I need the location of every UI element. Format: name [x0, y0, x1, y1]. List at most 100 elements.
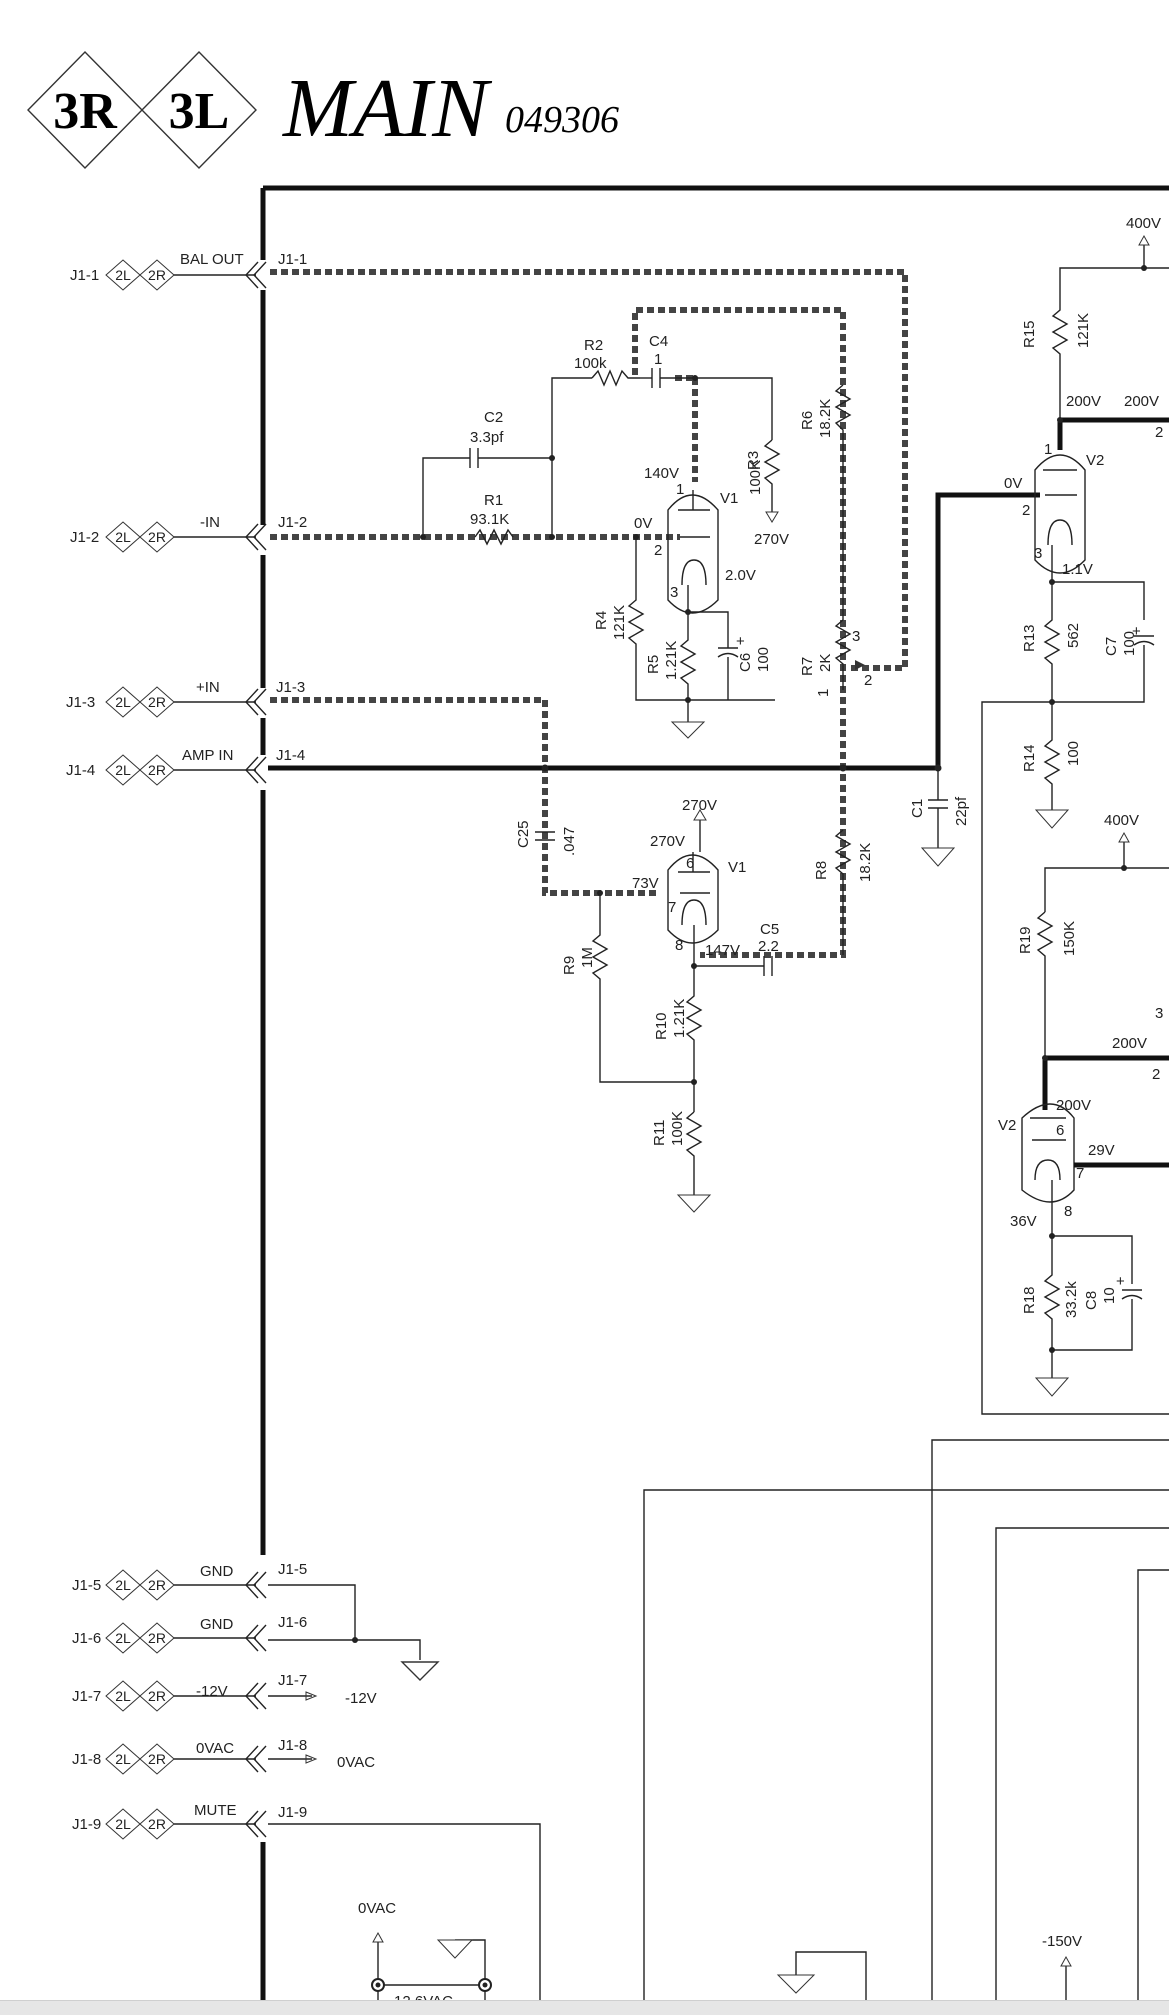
page-subtitle: 049306 [505, 99, 619, 141]
inner-pin-label: J1-6 [278, 1614, 307, 1631]
v1-cathode-voltage: 2.0V [725, 567, 756, 584]
v-label: 270V [650, 833, 685, 850]
r14-ref: R14 [1021, 744, 1038, 772]
v-label: 270V [682, 797, 717, 814]
inner-pin-label: J1-7 [278, 1672, 307, 1689]
signal-label: +IN [196, 679, 220, 696]
badge-3r: 3R [53, 83, 118, 140]
v-label: 270V [754, 531, 789, 548]
bias-section: -150V [776, 1933, 1082, 2000]
lower-cathode-network [591, 890, 773, 1213]
header-logo: 3R 3L [27, 51, 257, 169]
r7-value: 2K [817, 654, 834, 672]
tag-2r: 2R [148, 1630, 166, 1646]
c6-value: 100 [755, 647, 772, 672]
c5-ref: C5 [760, 921, 779, 938]
tube-v1-upper [667, 490, 719, 614]
tag-2l: 2L [115, 1816, 131, 1832]
r3-ref: R3 [745, 451, 762, 470]
signal-label: -12V [196, 1683, 228, 1700]
signal-label: MUTE [194, 1802, 237, 1819]
tag-2r: 2R [148, 267, 166, 283]
page-title: MAIN [282, 62, 492, 155]
v-label: 147V [705, 942, 740, 959]
c7-ref: C7 [1103, 637, 1120, 656]
tag-2l: 2L [115, 1751, 131, 1767]
polarity: + [736, 633, 745, 650]
pin-number: 2 [1155, 424, 1163, 441]
signal-label: AMP IN [182, 747, 233, 764]
tag-2r: 2R [148, 1751, 166, 1767]
c2-ref: C2 [484, 409, 503, 426]
v1-plate-voltage: 140V [644, 465, 679, 482]
r10-value: 1.21K [671, 999, 688, 1038]
v-label: 1.1V [1062, 561, 1093, 578]
c2-value: 3.3pf [470, 429, 504, 446]
c25-ref: C25 [515, 820, 532, 848]
tag-2l: 2L [115, 694, 131, 710]
c1-ref: C1 [909, 799, 926, 818]
v-label: 200V [1124, 393, 1159, 410]
pin-number: 2 [1022, 502, 1030, 519]
rail-label: -12V [345, 1690, 377, 1707]
r18-value: 33.2k [1063, 1281, 1080, 1318]
pin-label: J1-4 [66, 762, 95, 779]
r8-value: 18.2K [857, 843, 874, 882]
v-label: 400V [1126, 215, 1161, 232]
pin-label: J1-1 [70, 267, 99, 284]
connector-j1-2: J1-2 2L 2R -IN J1-2 [70, 514, 307, 553]
r19-ref: R19 [1017, 926, 1034, 954]
signal-path-plus-in [270, 697, 660, 896]
pin-number: 2 [1152, 1066, 1160, 1083]
c8-ref: C8 [1083, 1291, 1100, 1310]
inner-pin-label: J1-9 [278, 1804, 307, 1821]
r2-value: 100k [574, 355, 607, 372]
pin-number: 6 [686, 855, 694, 872]
tag-2l: 2L [115, 1688, 131, 1704]
r4-value: 121K [611, 605, 628, 640]
pin-number: 7 [668, 899, 676, 916]
ground-symbol [400, 1661, 440, 1681]
rail-label: 0VAC [337, 1754, 375, 1771]
pin-label: J1-5 [72, 1577, 101, 1594]
tag-2r: 2R [148, 529, 166, 545]
pin-number: 3 [670, 584, 678, 601]
c7-value: 100 [1121, 631, 1138, 656]
v-label: 400V [1104, 812, 1139, 829]
r13-value: 562 [1065, 623, 1082, 648]
r14-value: 100 [1065, 741, 1082, 766]
r15-value: 121K [1075, 313, 1092, 348]
r9-ref: R9 [561, 956, 578, 975]
signal-label: GND [200, 1616, 234, 1633]
c6-ref: C6 [737, 653, 754, 672]
cathode-network-v1 [627, 534, 775, 739]
v-label: 200V [1112, 1035, 1147, 1052]
connector-j1-8: J1-8 2L 2R 0VAC J1-8 0VAC [72, 1737, 375, 1775]
polarity: + [1116, 1273, 1125, 1290]
pin-label: J1-9 [72, 1816, 101, 1833]
v-label: 36V [1010, 1213, 1037, 1230]
connector-j1-9: J1-9 2L 2R MUTE J1-9 [72, 1802, 541, 2000]
inner-pin-label: J1-2 [278, 514, 307, 531]
r13-ref: R13 [1021, 624, 1038, 652]
heater-section: 0VAC 12.6VAC [358, 1900, 492, 2010]
v2-lower-stage: 400V [1021, 812, 1169, 1397]
tag-2r: 2R [148, 694, 166, 710]
v1-label: V1 [728, 859, 746, 876]
c25-value: .047 [561, 827, 578, 856]
divider-column [834, 384, 865, 955]
tag-2r: 2R [148, 762, 166, 778]
pin-number: 1 [676, 481, 684, 498]
tag-2r: 2R [148, 1816, 166, 1832]
pin-number: 2 [864, 672, 872, 689]
c8-value: 10 [1101, 1287, 1118, 1304]
r2-ref: R2 [584, 337, 603, 354]
v1-label: V1 [720, 490, 738, 507]
pin-number: 3 [1155, 1005, 1163, 1022]
tag-2l: 2L [115, 1577, 131, 1593]
pin-number: 7 [1076, 1165, 1084, 1182]
r1-value: 93.1K [470, 511, 509, 528]
r7-ref: R7 [799, 657, 816, 676]
tag-2l: 2L [115, 762, 131, 778]
c5-value: 2.2 [758, 938, 779, 955]
